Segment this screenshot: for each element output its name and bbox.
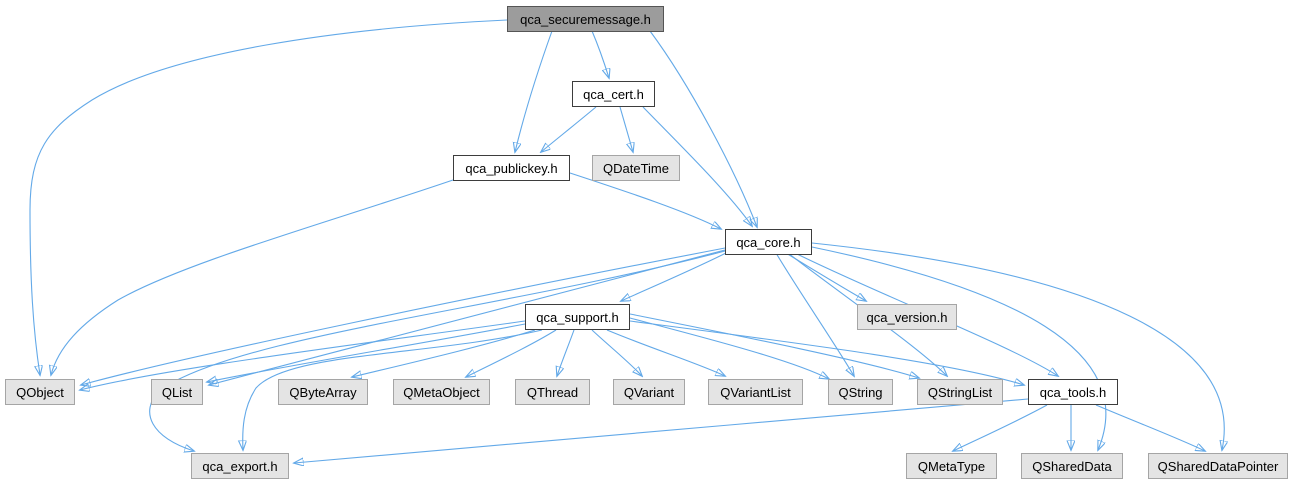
edge-core-to-support [621,252,727,301]
node-qca-cert-h[interactable]: qca_cert.h [572,81,655,107]
edge-support-to-qstringlist [629,313,919,378]
node-qshareddata: QSharedData [1021,453,1123,479]
node-qca-core-h[interactable]: qca_core.h [725,229,812,255]
node-qlist: QList [151,379,203,405]
edge-cert-to-qdatetime [619,106,633,152]
edge-securemessage-to-qobject [29,19,508,375]
edge-support-to-export [243,329,543,450]
node-qmetatype: QMetaType [906,453,997,479]
edge-tools-to-qshareddatapointer [1095,404,1205,451]
edge-publickey-to-qobject [51,179,454,375]
node-qstring: QString [828,379,893,405]
edge-securemessage-to-core [649,30,757,227]
node-qshareddatapointer: QSharedDataPointer [1148,453,1288,479]
edge-securemessage-to-publickey [515,30,553,152]
edge-core-to-export [149,250,726,451]
edge-core-to-qshareddatapointer [811,242,1224,450]
node-qdatetime: QDateTime [592,155,680,181]
node-qca-version-h: qca_version.h [857,304,957,330]
node-qca-tools-h[interactable]: qca_tools.h [1028,379,1118,405]
edge-support-to-qvariantlist [606,329,725,376]
edge-tools-to-qmetatype [953,404,1048,451]
edge-support-to-qobject [80,320,526,390]
node-qbytearray: QByteArray [278,379,368,405]
node-qthread: QThread [515,379,590,405]
edge-support-to-qmetaobject [466,329,557,377]
edge-core-to-qstring [775,252,854,376]
node-qobject: QObject [5,379,75,405]
edge-support-to-qstring [629,317,829,379]
edge-support-to-qlist [207,323,526,382]
edge-cert-to-publickey [541,106,597,152]
edge-publickey-to-core [569,172,721,229]
edge-cert-to-core [642,106,752,226]
node-qvariant: QVariant [613,379,685,405]
node-qvariantlist: QVariantList [708,379,803,405]
edge-support-to-qvariant [591,329,642,376]
edge-support-to-qbytearray [352,329,536,377]
node-qca-publickey-h[interactable]: qca_publickey.h [453,155,570,181]
edge-securemessage-to-cert [591,30,609,78]
node-qca-export-h: qca_export.h [191,453,289,479]
edge-core-to-qobject [81,247,726,385]
edge-support-to-qthread [557,329,575,376]
node-qca-support-h[interactable]: qca_support.h [525,304,630,330]
node-qca-securemessage-h: qca_securemessage.h [507,6,664,32]
node-qstringlist: QStringList [917,379,1003,405]
node-qmetaobject: QMetaObject [393,379,490,405]
edge-support-to-tools [629,320,1024,385]
edge-core-to-qshareddata [811,246,1107,450]
